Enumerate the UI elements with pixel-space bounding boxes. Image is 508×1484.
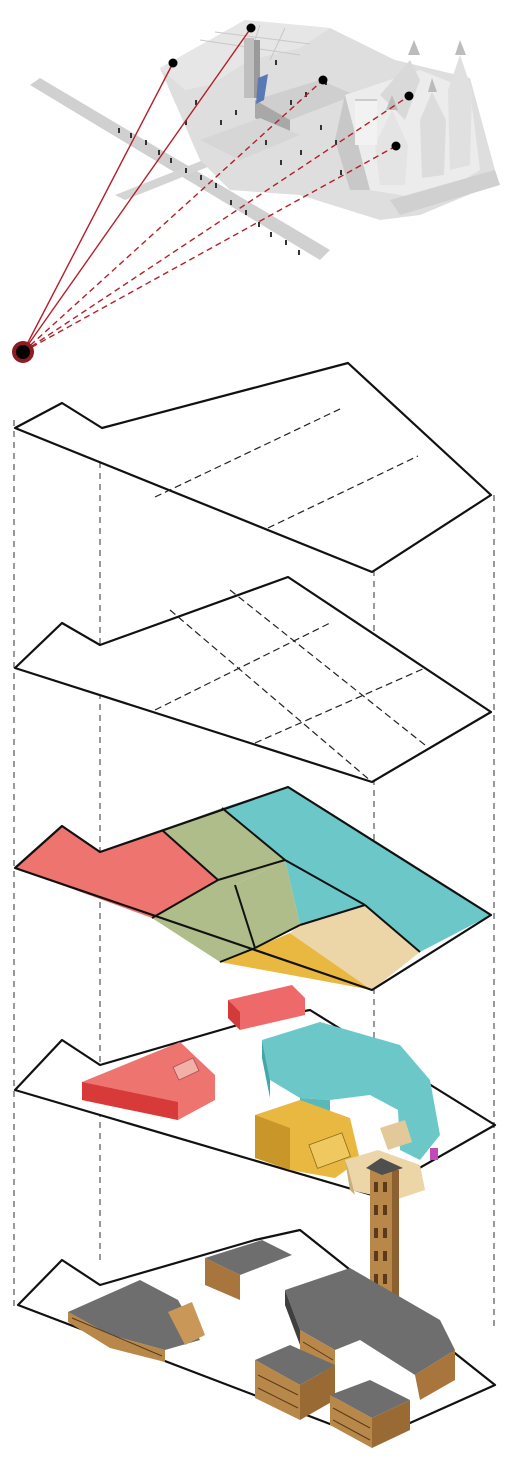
target-point: [169, 59, 178, 68]
city-model: [30, 20, 500, 260]
viewpoint-marker-icon: [12, 341, 34, 363]
target-point: [405, 92, 414, 101]
layer-massing: [15, 985, 495, 1200]
tower-side: [392, 1170, 399, 1303]
layer-site-boundary: [15, 363, 491, 572]
sightline-dashed: [23, 146, 396, 352]
target-point: [319, 76, 328, 85]
target-point: [247, 24, 256, 33]
layer-zoning: [15, 787, 491, 990]
target-point: [392, 142, 401, 151]
sightline-solid: [23, 63, 173, 352]
central-tower: [244, 38, 254, 98]
layer-building-model: [18, 1158, 495, 1448]
layer-site-grid: [15, 577, 491, 782]
sightline-dashed: [23, 80, 323, 352]
massing-purple-accent: [430, 1148, 438, 1160]
